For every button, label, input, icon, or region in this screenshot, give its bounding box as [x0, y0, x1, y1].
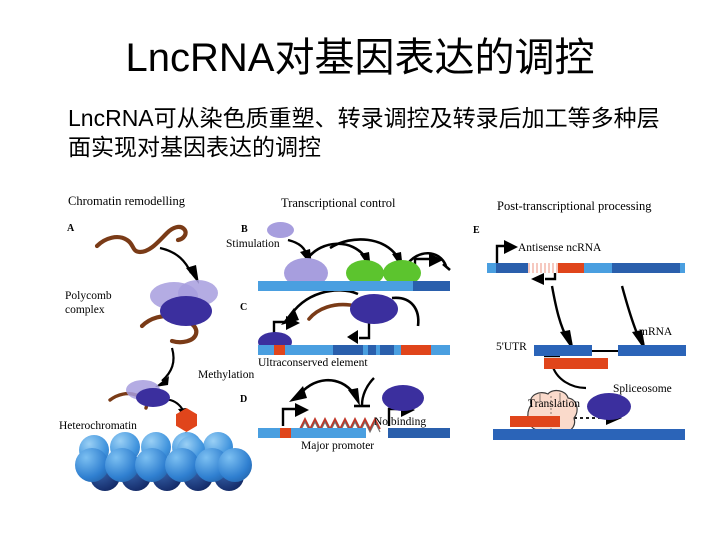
mrna-bar	[534, 345, 686, 356]
stimulation-label: Stimulation	[226, 238, 280, 250]
free-rna-strand-icon	[94, 224, 188, 255]
uce-blob-right	[350, 294, 398, 324]
translation-orange-bar	[510, 416, 560, 427]
arrowhead-2-icon	[155, 376, 169, 387]
arrow-polycomb-down	[161, 347, 175, 382]
polycomb-dark-blob	[160, 296, 212, 326]
translation-label: Translation	[528, 398, 580, 410]
panel-letter-d: D	[240, 394, 248, 405]
arrowhead-1-icon	[186, 265, 199, 284]
dna-bar-c	[258, 345, 450, 355]
unbound-protein-blob	[382, 385, 424, 411]
major-promoter-label: Major promoter	[301, 440, 375, 452]
methyl-hexagon-icon	[176, 408, 197, 432]
utr-label: 5'UTR	[496, 341, 527, 353]
no-binding-label: No binding	[374, 416, 427, 428]
panel-letter-e: E	[473, 225, 480, 236]
polycomb-label-line1: Polycomb	[65, 290, 112, 302]
subtitle-text: LncRNA可从染色质重塑、转录调控及转录后加工等多种层面实现对基因表达的调控	[68, 105, 660, 160]
stimulation-blob-icon	[267, 222, 294, 238]
heterochromatin-label: Heterochromatin	[59, 420, 137, 432]
panel-letter-a: A	[67, 223, 75, 234]
panel-heading-transcriptional: Transcriptional control	[281, 196, 396, 210]
polycomb-label-line2: complex	[65, 304, 105, 316]
spliceosome-label: Spliceosome	[613, 383, 672, 395]
dna-bar-b	[258, 281, 450, 291]
panel-heading-posttranscriptional: Post-transcriptional processing	[497, 199, 652, 213]
dna-bar-d	[258, 428, 450, 438]
ultraconserved-element-label: Ultraconserved element	[258, 357, 368, 369]
spliceosome-blob	[587, 393, 631, 420]
page-title: LncRNA对基因表达的调控	[125, 36, 595, 80]
panel-letter-c: C	[240, 302, 248, 313]
methylation-label: Methylation	[198, 369, 255, 381]
figure-container: Chromatin remodelling A Polycomb	[0, 180, 720, 500]
translation-mrna-bar	[493, 429, 685, 440]
right-panel-graphics	[495, 240, 646, 438]
mrna-label: mRNA	[639, 326, 673, 338]
panel-heading-chromatin: Chromatin remodelling	[68, 194, 185, 208]
methylated-dark-blob	[136, 388, 170, 407]
panel-letter-b: B	[241, 224, 248, 235]
genomic-bar-e	[487, 263, 685, 273]
utr-orange-bar	[544, 358, 608, 369]
antisense-ncrna-label: Antisense ncRNA	[518, 242, 602, 254]
